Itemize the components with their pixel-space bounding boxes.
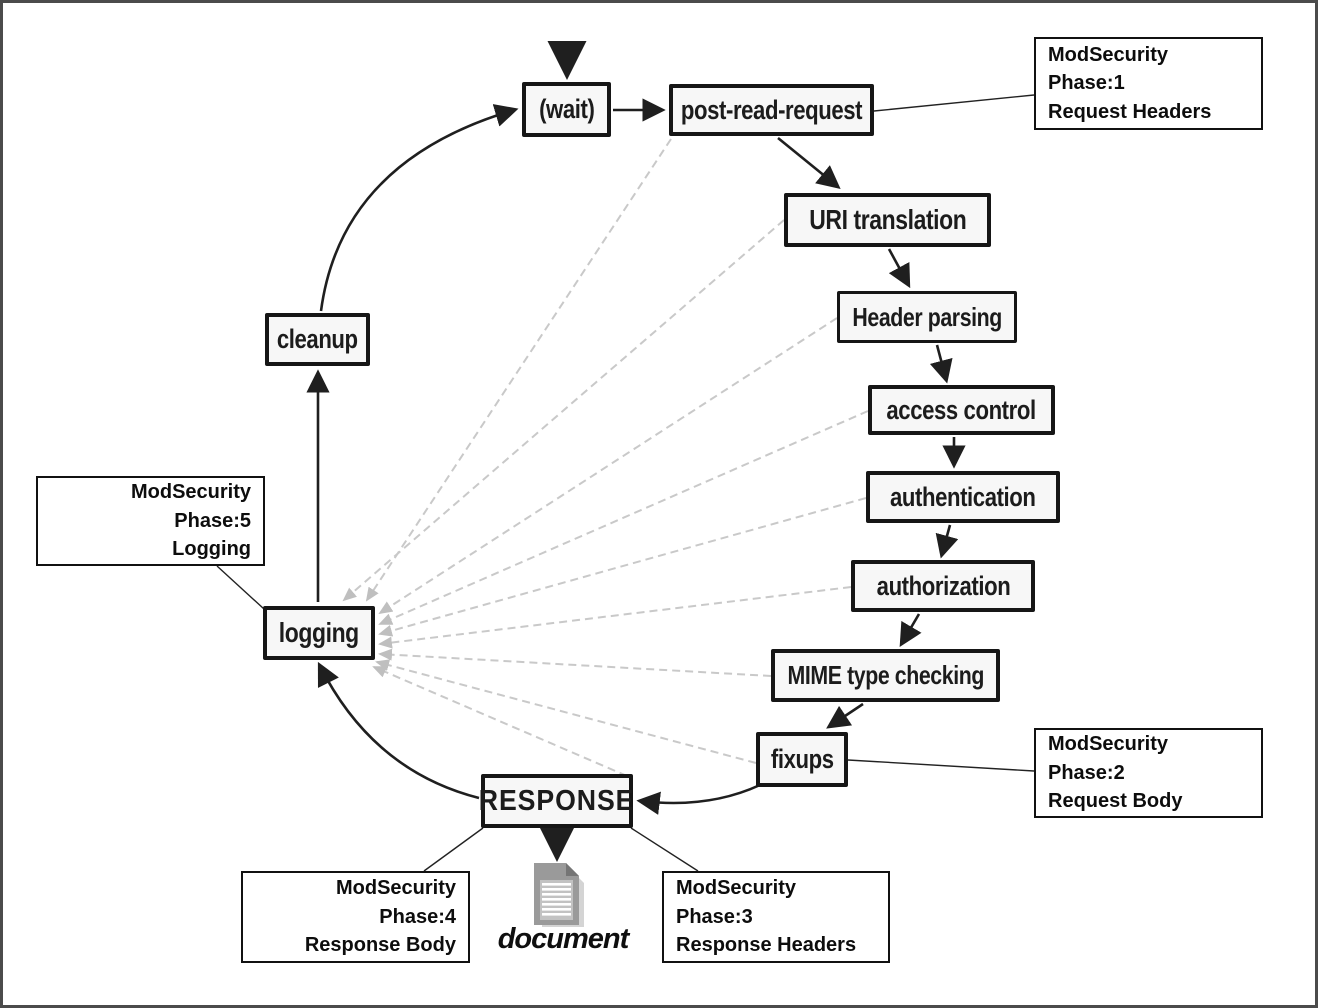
document-icon-text-lines xyxy=(542,883,571,916)
node-response: RESPONSE xyxy=(479,774,635,828)
annotation-phase5: ModSecurity Phase:5 Logging xyxy=(36,476,265,566)
annotation-phase1-line2: Request Headers xyxy=(1048,100,1212,123)
dashed-mime-type-checking-to-logging xyxy=(378,648,772,677)
node-wait-label: (wait) xyxy=(538,94,595,124)
annotation-phase4-line2: Response Body xyxy=(304,934,456,957)
node-post-read-request: post-read-request xyxy=(669,84,874,136)
annotation-phase3-line2: Response Headers xyxy=(676,934,857,957)
arrow-response-to-logging xyxy=(317,661,480,800)
annotation-phase1-line1: ModSecurity Phase:1 xyxy=(1048,43,1169,95)
node-fixups: fixups xyxy=(756,732,848,787)
document-label: document xyxy=(497,923,630,955)
leader-phase5 xyxy=(216,565,265,610)
dashed-access-control-to-logging xyxy=(378,410,869,625)
annotation-phase5-line1: ModSecurity Phase:5 xyxy=(130,481,251,532)
dashed-authorization-to-logging xyxy=(378,586,852,649)
annotation-phase3-line1: ModSecurity Phase:3 xyxy=(676,877,797,928)
arrow-authentication-to-authorization xyxy=(935,524,959,559)
leader-phase3 xyxy=(630,827,699,872)
arrow-uri-to-header-parsing xyxy=(887,248,911,289)
dashed-header-parsing-to-logging xyxy=(378,317,838,615)
node-cleanup-label: cleanup xyxy=(277,324,358,354)
dashed-fixups-to-logging xyxy=(375,659,757,764)
node-access-control-label: access control xyxy=(886,394,1037,425)
document-icon-fold xyxy=(566,863,579,876)
arrow-header-to-access-control xyxy=(929,344,953,384)
node-response-label: RESPONSE xyxy=(479,784,635,817)
node-fixups-label: fixups xyxy=(770,744,834,774)
node-uri-translation: URI translation xyxy=(784,193,991,247)
node-mime-type-checking: MIME type checking xyxy=(771,649,1000,702)
document-icon xyxy=(534,863,584,927)
node-uri-translation-label: URI translation xyxy=(808,204,967,235)
dashed-post-read-request-to-logging xyxy=(365,138,672,602)
node-logging-label: logging xyxy=(278,617,359,648)
dashed-uri-translation-to-logging xyxy=(342,219,785,602)
node-mime-type-checking-label: MIME type checking xyxy=(787,660,984,690)
node-logging: logging xyxy=(263,606,375,660)
annotation-phase4-line1: ModSecurity Phase:4 xyxy=(335,877,456,928)
arrow-authorization-to-mime xyxy=(899,613,922,648)
annotation-phase5-line2: Logging xyxy=(172,538,251,561)
leader-phase1 xyxy=(873,94,1035,112)
leader-phase4 xyxy=(423,827,484,872)
arrow-fixups-to-response xyxy=(636,783,761,815)
node-access-control: access control xyxy=(868,385,1055,435)
arrow-cleanup-to-wait xyxy=(319,104,519,312)
node-authentication-label: authentication xyxy=(890,481,1036,512)
annotation-phase3: ModSecurity Phase:3 Response Headers xyxy=(662,871,890,963)
arrow-post-read-to-uri-translation xyxy=(777,136,841,189)
leader-phase2 xyxy=(847,759,1035,772)
node-cleanup: cleanup xyxy=(265,313,370,366)
annotation-phase4: ModSecurity Phase:4 Response Body xyxy=(241,871,470,963)
node-header-parsing-label: Header parsing xyxy=(852,301,1002,332)
annotation-phase2-line2: Request Body xyxy=(1048,790,1183,813)
annotation-phase1: ModSecurity Phase:1 Request Headers xyxy=(1034,37,1263,130)
node-post-read-request-label: post-read-request xyxy=(680,94,863,125)
arrow-mime-to-fixups xyxy=(826,702,864,729)
node-header-parsing: Header parsing xyxy=(837,291,1017,343)
node-authentication: authentication xyxy=(866,471,1060,523)
dashed-response-to-logging xyxy=(372,666,628,777)
node-authorization-label: authorization xyxy=(876,570,1010,601)
node-wait: (wait) xyxy=(522,82,611,137)
dashed-authentication-to-logging xyxy=(378,497,867,637)
node-authorization: authorization xyxy=(851,560,1035,612)
annotation-phase2: ModSecurity Phase:2 Request Body xyxy=(1034,728,1263,818)
annotation-phase2-line1: ModSecurity Phase:2 xyxy=(1048,733,1169,784)
